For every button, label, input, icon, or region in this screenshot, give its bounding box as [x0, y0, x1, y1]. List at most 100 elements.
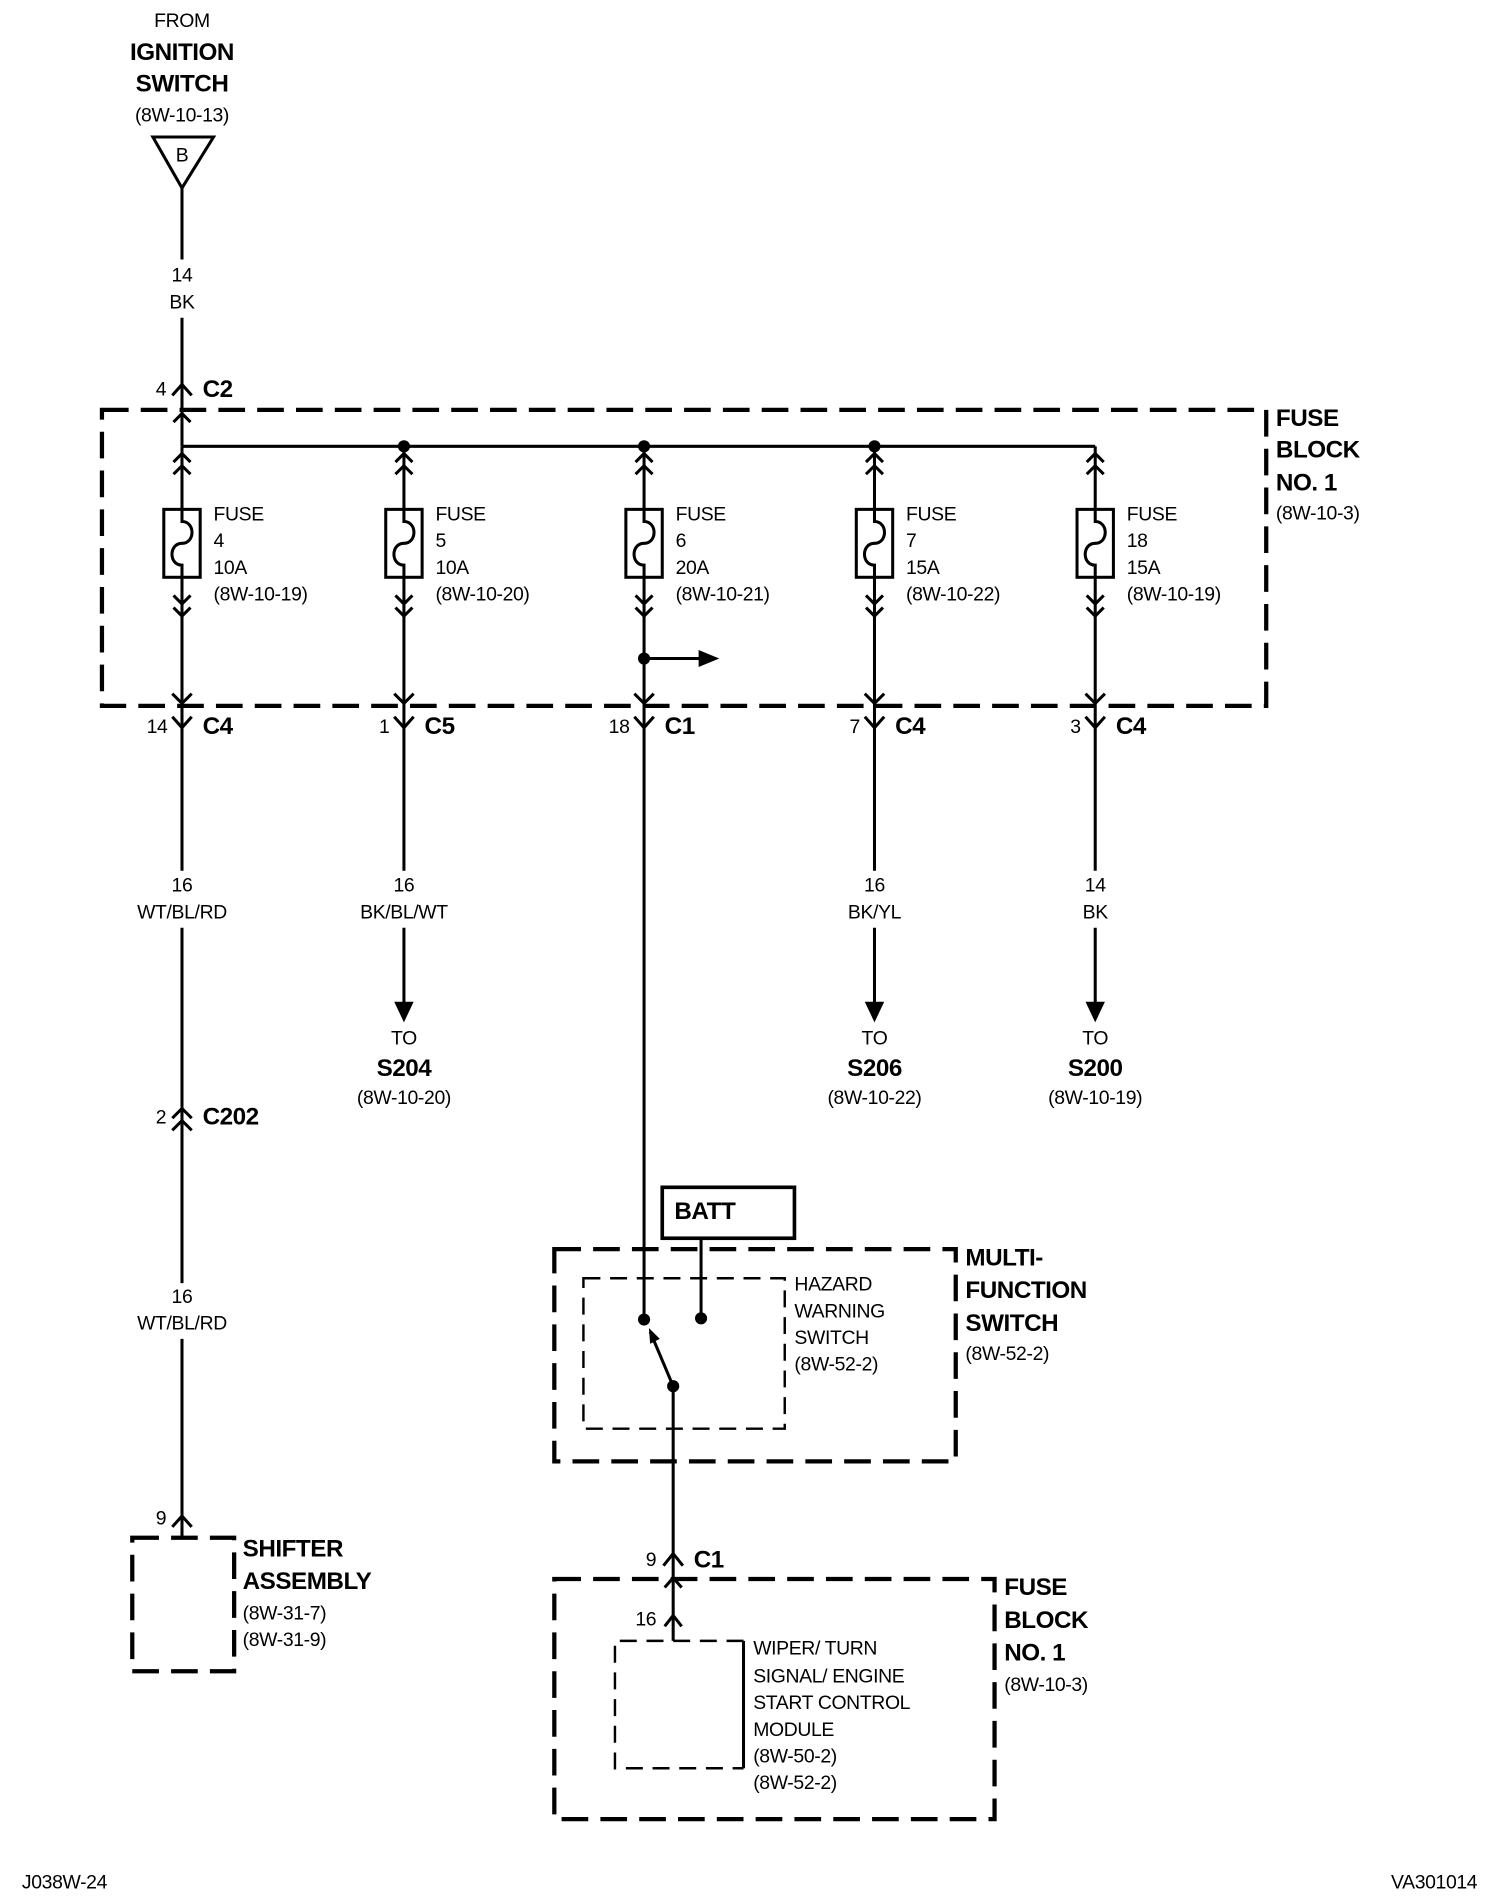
fuse-5-output-terminal: [394, 594, 414, 619]
source-connector-triangle-icon: [150, 135, 217, 191]
batt-feed: BATT: [660, 1185, 797, 1319]
module-pin: 16: [635, 1608, 656, 1630]
source-from-label: FROM: [154, 10, 210, 32]
fuse-6-tap-arrow-icon: [698, 650, 720, 668]
fuse-4-label: FUSE: [214, 504, 265, 526]
connector-c1-pin: 9: [646, 1549, 656, 1571]
fuse-block-top-title-line2: BLOCK: [1276, 437, 1361, 464]
fuse-6-input-terminal: [634, 451, 654, 476]
shifter-ref1: (8W-31-7): [243, 1602, 327, 1624]
fuse-4-output-connector-symbol: [171, 692, 193, 730]
fuse-7-number: 7: [906, 530, 916, 552]
module-line4: MODULE: [753, 1719, 834, 1741]
fuse-5-element: [392, 509, 416, 578]
source-ref: (8W-10-13): [135, 105, 229, 127]
fuse-18-wire-gauge: 14: [1085, 875, 1106, 897]
feed-wire-color: BK: [169, 291, 195, 313]
fuse-block-top-title-line1: FUSE: [1276, 405, 1339, 432]
fuse-5-label: FUSE: [435, 504, 486, 526]
fuse-5-input-terminal: [394, 451, 414, 476]
hazard-contact-batt: [694, 1312, 708, 1325]
footer-right-code: VA301014: [1391, 1872, 1478, 1894]
shifter-pin: 9: [156, 1508, 166, 1530]
hazard-switch-arrow-icon: [648, 1327, 660, 1344]
multifunction-title-line2: FUNCTION: [965, 1277, 1086, 1304]
fuse-7-output-connector: C4: [895, 713, 926, 740]
fuse-block-bottom-title-line2: BLOCK: [1004, 1607, 1089, 1634]
hazard-line2: WARNING: [794, 1300, 884, 1322]
fuse-18-output-terminal: [1085, 594, 1105, 619]
fuse-4-output-terminal: [172, 594, 192, 619]
fuse-18-destination-arrow-icon: [1085, 1001, 1105, 1023]
bus-splice-dot: [397, 440, 410, 453]
fuse-7-output-terminal: [864, 594, 885, 619]
fuse-6-ref: (8W-10-21): [676, 584, 770, 606]
shifter-wire-gauge: 16: [172, 1286, 193, 1308]
fuse-7-destination-arrow-icon: [864, 1001, 885, 1023]
fuse-block-bottom: 9 C1 FUSE BLOCK NO. 1 (8W-10-3) 16 WIPER…: [552, 1546, 1090, 1822]
shifter-branch: 2 C202 16 WT/BL/RD 9 SHIFTER ASSEMBLY (8…: [130, 927, 372, 1674]
fuse-5-ref: (8W-10-20): [435, 584, 529, 606]
fuse-4-output-connector: C4: [203, 713, 234, 740]
fuse-18-output-connector: C4: [1116, 713, 1147, 740]
module-line1: WIPER/ TURN: [753, 1638, 877, 1660]
fuse-5-output-connector: C5: [425, 713, 455, 740]
hazard-contact-ignition: [637, 1313, 651, 1326]
ignition-switch-source: FROM IGNITION SWITCH (8W-10-13) B: [130, 10, 234, 191]
fuse-7-output-pin: 7: [850, 716, 860, 738]
fuse-6-label: FUSE: [676, 504, 727, 526]
source-title-line2: SWITCH: [136, 70, 229, 97]
fuse-7-wire-color: BK/YL: [848, 901, 902, 923]
fuse-7-output-connector-symbol: [863, 692, 886, 730]
fuse-6-output-connector: C1: [665, 713, 695, 740]
fuse-5-destination-arrow-icon: [394, 1001, 414, 1023]
connector-c2-pin: 4: [156, 379, 167, 401]
fuse-6-rating: 20A: [676, 557, 710, 579]
multifunction-switch: MULTI- FUNCTION SWITCH (8W-52-2) HAZARD …: [552, 1244, 1087, 1641]
fuse-18-ref: (8W-10-19): [1127, 584, 1221, 606]
shifter-ref2: (8W-31-9): [243, 1629, 327, 1651]
fuse-18-destination-ref: (8W-10-19): [1048, 1087, 1142, 1109]
shifter-connector-symbol: [171, 1513, 193, 1528]
fuse-18-label: FUSE: [1127, 504, 1178, 526]
shifter-assembly-outline: [130, 1535, 237, 1674]
fuse-18-element: [1083, 509, 1107, 578]
feed-wire-gauge: 14: [172, 265, 193, 287]
multifunction-title-line3: SWITCH: [965, 1310, 1058, 1337]
multifunction-ref: (8W-52-2): [965, 1343, 1049, 1365]
fuse-4-wire-color: WT/BL/RD: [137, 901, 227, 923]
fuse-18-destination-to: TO: [1082, 1027, 1108, 1049]
bus-splice-dot: [637, 440, 651, 453]
fuse-7-destination-ref: (8W-10-22): [827, 1087, 921, 1109]
fuse-7-input-terminal: [864, 451, 885, 476]
connector-c202-label: C202: [203, 1104, 259, 1131]
hazard-switch-outline: [582, 1277, 786, 1430]
footer-left-code: J038W-24: [22, 1872, 108, 1894]
fuse-5-rating: 10A: [435, 557, 469, 579]
fuse-18-destination-splice: S200: [1068, 1055, 1123, 1082]
fuse-block-top-ref: (8W-10-3): [1276, 502, 1360, 524]
module-line3: START CONTROL: [753, 1692, 910, 1714]
fuse-4-input-terminal: [172, 451, 192, 476]
fuse-6-output-terminal: [634, 594, 654, 619]
fuse-5-number: 5: [435, 530, 445, 552]
bus-splice-dot: [868, 440, 881, 453]
fuse-18-output-pin: 3: [1070, 716, 1080, 738]
shifter-wire-color: WT/BL/RD: [137, 1312, 227, 1334]
module-ref2: (8W-52-2): [753, 1772, 837, 1794]
fuse-18-output-connector-symbol: [1084, 692, 1107, 730]
hazard-ref: (8W-52-2): [794, 1354, 878, 1376]
fuse-block-bottom-outline: [552, 1576, 997, 1822]
fuse-block-bottom-title-line1: FUSE: [1004, 1574, 1067, 1601]
module-ref1: (8W-50-2): [753, 1745, 837, 1767]
module-line2: SIGNAL/ ENGINE: [753, 1665, 905, 1687]
fuse-4-number: 4: [214, 530, 225, 552]
fuse-block-top-outline: [99, 407, 1269, 708]
fuse-7-element: [862, 509, 886, 578]
fuse-4-output-pin: 14: [147, 716, 168, 738]
connector-c202-pin: 2: [156, 1106, 166, 1128]
